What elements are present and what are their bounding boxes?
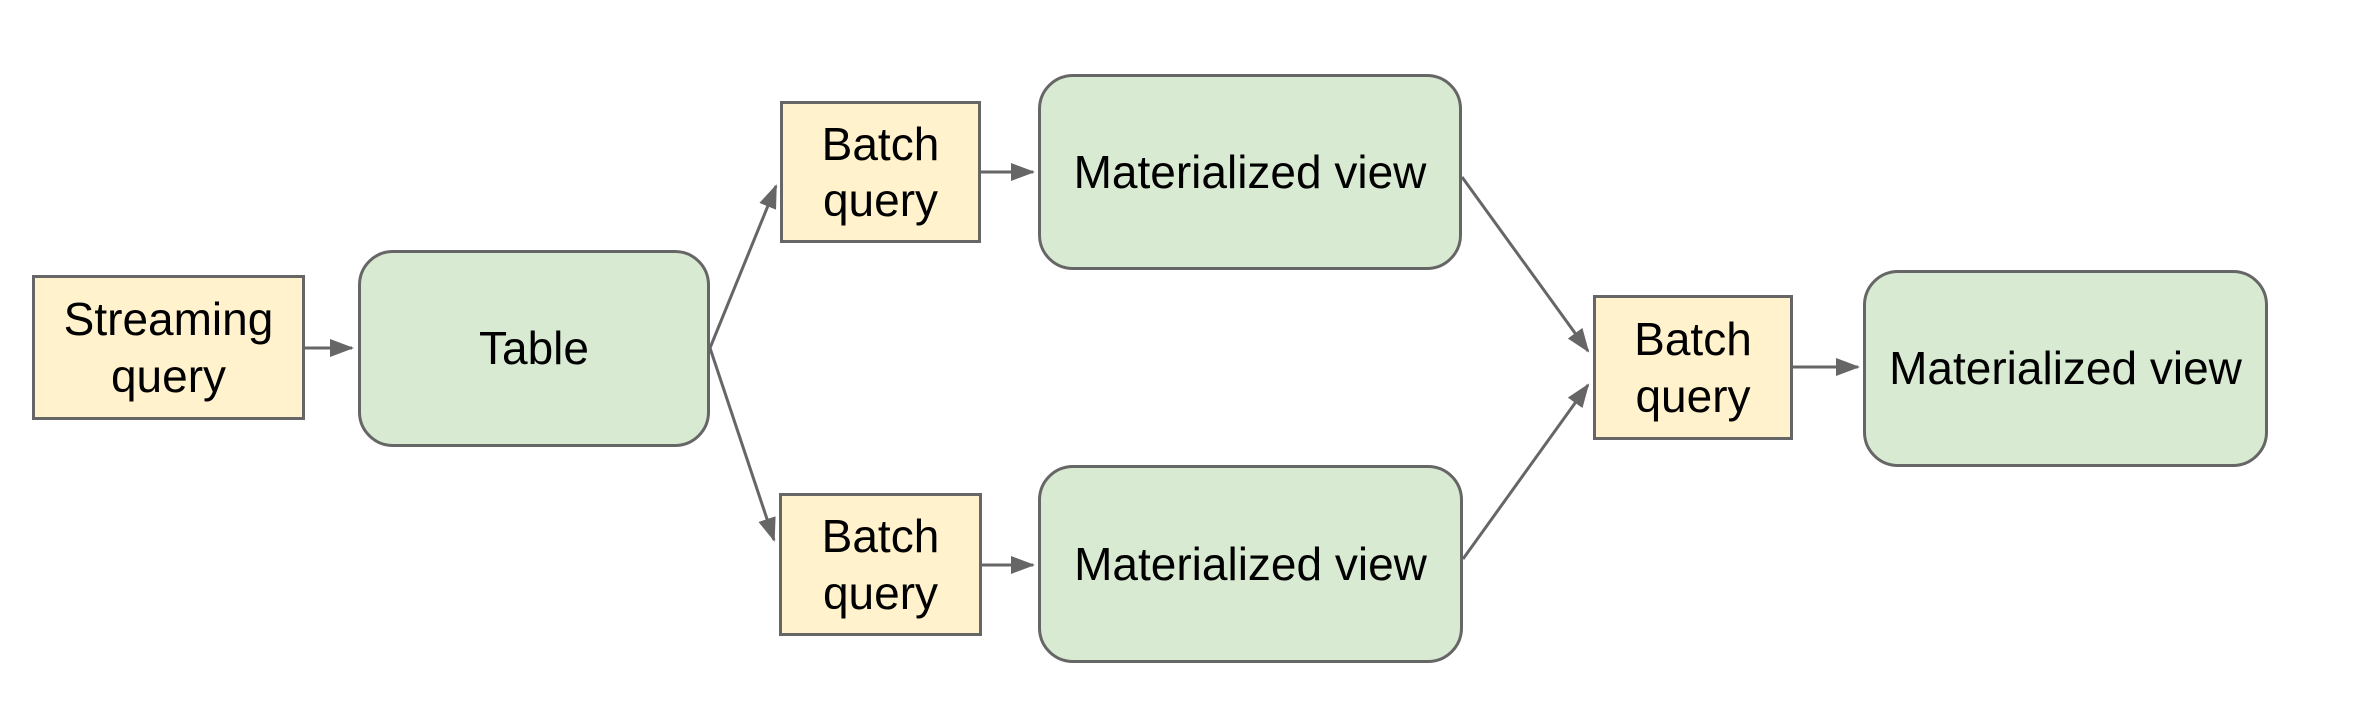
node-label: Materialized view (1889, 342, 2242, 395)
node-label: Batch query (821, 510, 940, 619)
node-label: Batch query (1634, 313, 1752, 422)
node-materialized-view-bottom: Materialized view (1038, 465, 1463, 663)
node-label: Batch query (821, 117, 940, 226)
node-table: Table (358, 250, 710, 447)
node-materialized-view-top: Materialized view (1038, 74, 1462, 270)
node-batch-query-bottom: Batch query (779, 493, 982, 636)
node-label: Materialized view (1073, 145, 1427, 198)
arrow-table-to-batch-bottom (708, 347, 776, 542)
node-label: Streaming query (63, 293, 274, 402)
node-label: Materialized view (1074, 537, 1427, 590)
node-materialized-view-right: Materialized view (1863, 270, 2268, 467)
arrow-table-to-batch-top (708, 184, 778, 349)
node-streaming-query: Streaming query (32, 275, 305, 420)
arrow-mv-bottom-to-batch-right (1461, 383, 1590, 560)
arrow-mv-top-to-batch-right (1460, 176, 1590, 353)
node-batch-query-top: Batch query (780, 101, 981, 243)
node-batch-query-right: Batch query (1593, 295, 1793, 440)
node-label: Table (479, 322, 589, 375)
